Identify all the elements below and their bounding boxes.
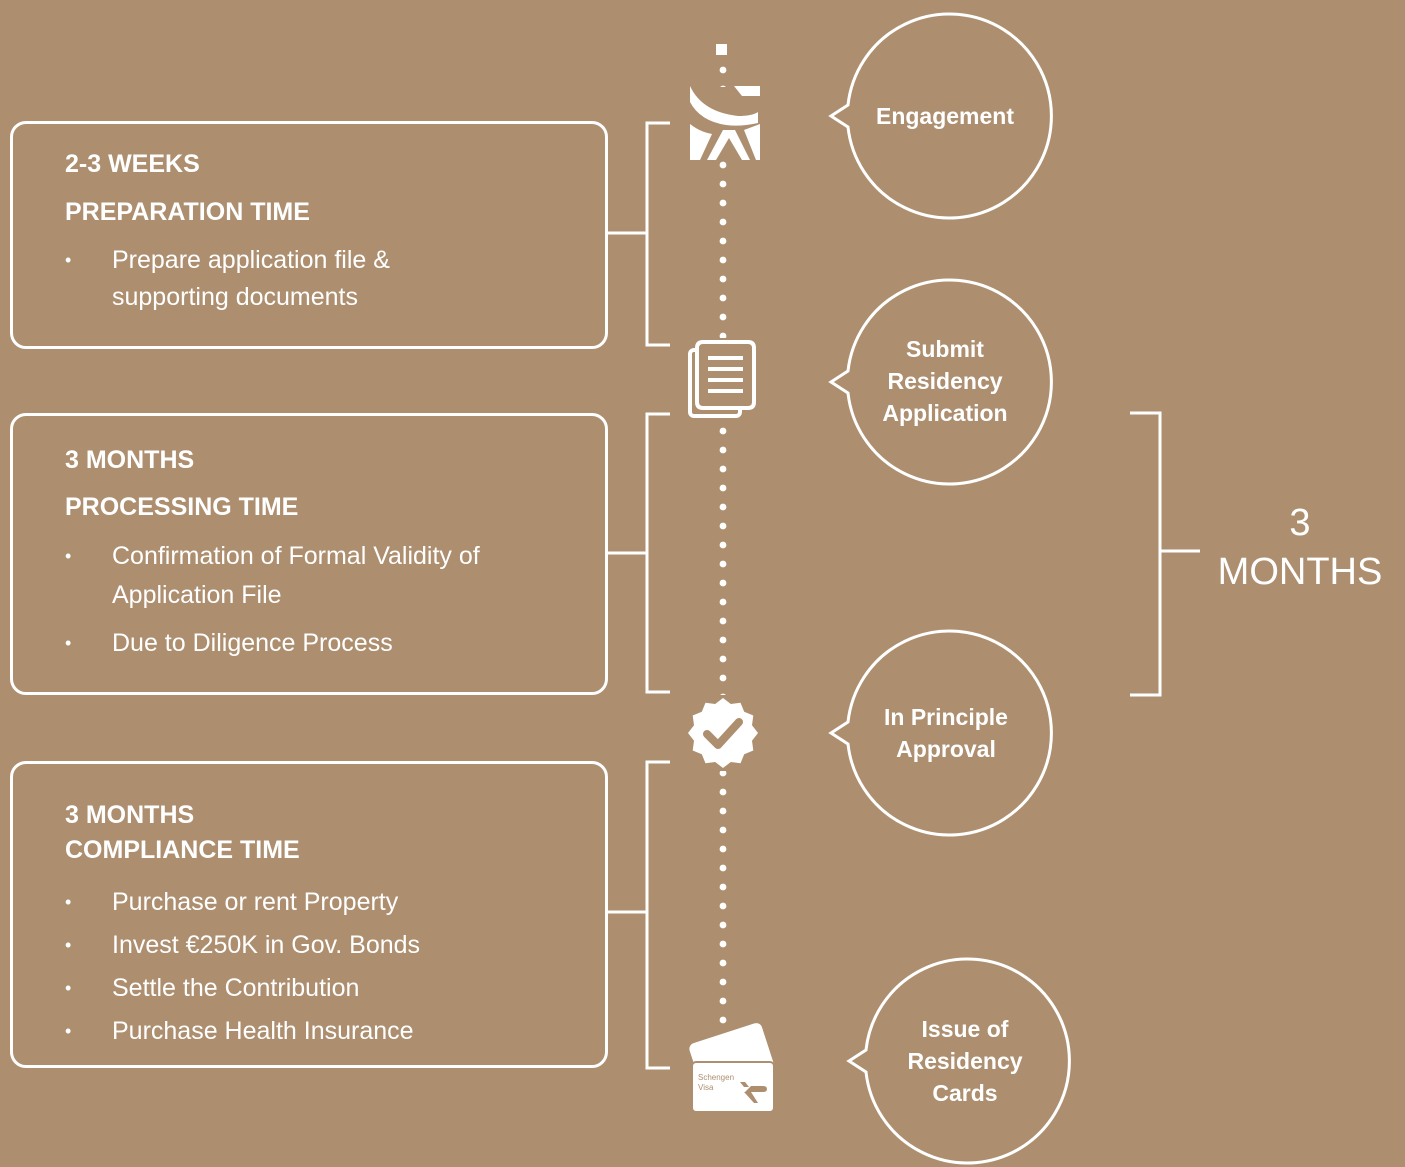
bracket-processing: [608, 412, 670, 694]
timeline-dot: [719, 921, 727, 929]
timeline-dot: [719, 180, 727, 188]
bracket-preparation: [608, 121, 670, 347]
milestone-label-approval: In Principle Approval: [884, 704, 1008, 762]
timeline-dot: [719, 902, 727, 910]
stage-item: Due to Diligence Process: [65, 624, 585, 663]
timeline-dot: [719, 503, 727, 511]
timeline-dot: [719, 1016, 727, 1024]
milestone-bubble-engagement: [828, 12, 1053, 220]
timeline-dot: [719, 959, 727, 967]
timeline-dot: [719, 864, 727, 872]
timeline-dot: [719, 883, 727, 891]
stage-items: Prepare application file & supporting do…: [65, 242, 485, 316]
stage-items: Confirmation of Formal Validity of Appli…: [65, 537, 585, 663]
timeline-dot: [719, 807, 727, 815]
timeline-dot: [719, 199, 727, 207]
stage-item: Confirmation of Formal Validity of Appli…: [65, 537, 585, 615]
milestone-label-engagement: Engagement: [875, 103, 1015, 129]
timeline-dot: [719, 522, 727, 530]
timeline-dot: [719, 674, 727, 682]
bracket-label-unit: MONTHS: [1217, 551, 1383, 593]
timeline-dot: [719, 427, 727, 435]
timeline-dot: [719, 636, 727, 644]
stage-item: Invest €250K in Gov. Bonds: [65, 924, 585, 967]
bracket-label-number: 3: [1289, 502, 1311, 544]
document-icon: [685, 338, 761, 422]
timeline-dot: [719, 788, 727, 796]
stage-title: PREPARATION TIME: [65, 198, 310, 226]
timeline-dot: [719, 66, 727, 74]
check-badge-icon: [685, 695, 761, 771]
visa-card-line2: Visa: [698, 1083, 714, 1092]
timeline-dot: [719, 598, 727, 606]
timeline-dot: [719, 978, 727, 986]
timeline-dot: [719, 256, 727, 264]
stage-card-processing: 3 MONTHS PROCESSING TIME Confirmation of…: [10, 413, 608, 695]
timeline-dot: [719, 560, 727, 568]
timeline-dot: [719, 940, 727, 948]
milestone-label-issue: Issue of Residency Cards: [907, 1016, 1023, 1106]
timeline-dot: [719, 484, 727, 492]
timeline-dot: [719, 769, 727, 777]
stage-duration: 3 MONTHS: [65, 446, 195, 474]
stage-item: Settle the Contribution: [65, 967, 585, 1010]
stage-item: Purchase or rent Property: [65, 881, 585, 924]
stage-card-compliance: 3 MONTHS COMPLIANCE TIME Purchase or ren…: [10, 761, 608, 1068]
milestone-label-submit: Submit Residency Application: [882, 336, 1008, 426]
timeline-dot: [719, 161, 727, 169]
stage-card-preparation: 2-3 WEEKS PREPARATION TIME Prepare appli…: [10, 121, 608, 349]
stage-title: COMPLIANCE TIME: [65, 836, 300, 864]
milestone-bubble-submit: [828, 278, 1053, 486]
bracket-compliance: [608, 760, 670, 1070]
stage-title: PROCESSING TIME: [65, 493, 299, 521]
bracket-three-months: [1130, 411, 1200, 697]
airplane-icon: [740, 1082, 767, 1103]
stage-items: Purchase or rent Property Invest €250K i…: [65, 881, 585, 1053]
timeline-dot: [719, 845, 727, 853]
timeline-dot: [719, 541, 727, 549]
stage-duration: 3 MONTHS: [65, 801, 195, 829]
timeline-dotted-line: [719, 66, 727, 1024]
timeline-start-marker: [716, 44, 727, 55]
milestone-bubble-approval: [828, 629, 1053, 837]
visa-card-line1: Schengen: [698, 1073, 734, 1082]
timeline-dot: [719, 446, 727, 454]
timeline-dot: [719, 294, 727, 302]
visa-card-icon: Schengen Visa: [680, 1023, 780, 1120]
timeline-dot: [719, 275, 727, 283]
timeline-dot: [719, 655, 727, 663]
stage-item: Prepare application file & supporting do…: [65, 242, 485, 316]
milestone-bubble-issue: [846, 957, 1071, 1165]
timeline-dot: [719, 332, 727, 340]
timeline-dot: [719, 617, 727, 625]
stage-item: Purchase Health Insurance: [65, 1010, 585, 1053]
timeline-dot: [719, 579, 727, 587]
timeline-dot: [719, 826, 727, 834]
timeline-dot: [719, 237, 727, 245]
timeline-dot: [719, 218, 727, 226]
timeline-dot: [719, 313, 727, 321]
timeline-dot: [719, 997, 727, 1005]
timeline-dot: [719, 465, 727, 473]
stage-duration: 2-3 WEEKS: [65, 150, 200, 178]
logo-icon: [686, 86, 762, 161]
